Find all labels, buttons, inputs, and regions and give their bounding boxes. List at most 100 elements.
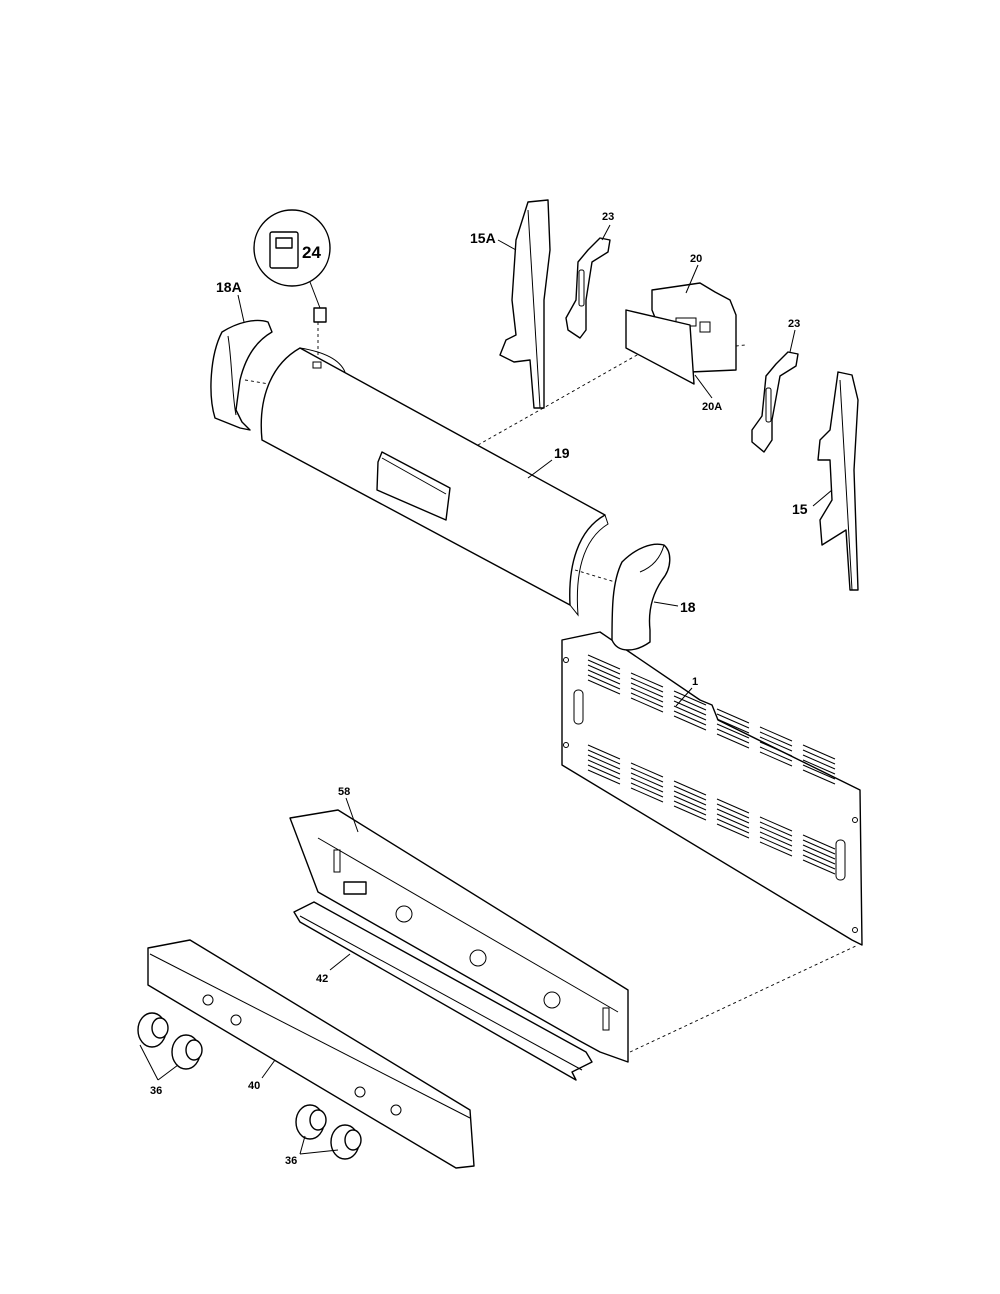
vent-slat [630,677,664,693]
vent-slat [673,805,707,821]
vent-slat [802,744,836,760]
vent-slat [716,708,750,724]
part-labels: 15A 23 20 23 20A 19 18A 24 18 15 1 58 42… [150,211,808,1167]
part-36-knobs [137,1012,362,1160]
vent-slat [587,679,621,695]
label-15a: 15A [470,230,496,246]
vent-slat [802,754,836,770]
vent-slat [759,816,793,832]
vent-slat [673,705,707,721]
vent-slat [673,715,707,731]
part-23-bracket-right [751,351,799,453]
label-18a: 18A [216,279,242,295]
vent-slat [587,769,621,785]
vent-slat [716,803,750,819]
label-58: 58 [338,786,350,798]
vent-slat [630,787,664,803]
label-24: 24 [302,243,321,262]
vent-slat [587,744,621,760]
vent-slat [802,844,836,860]
vent-slat [673,795,707,811]
vent-slat [759,831,793,847]
part-1-back-panel [561,631,863,946]
vent-slat [716,718,750,734]
vent-slat [673,695,707,711]
vent-slat [802,834,836,850]
label-23-left: 23 [602,211,614,223]
part-24-switch [253,209,331,323]
label-36-left: 36 [150,1085,162,1097]
vent-slat [587,659,621,675]
part-15a-bracket [499,199,551,409]
vent-slat [716,798,750,814]
vent-slat [802,859,836,875]
vent-slat [630,682,664,698]
vent-slat [716,713,750,729]
label-40: 40 [248,1080,260,1092]
vent-slat [802,764,836,780]
label-19: 19 [554,445,570,461]
part-20a-overlay [625,309,695,385]
vent-slat [673,710,707,726]
label-1: 1 [692,676,698,688]
vent-slat [630,777,664,793]
vent-slat [716,813,750,829]
vent-slat [673,690,707,706]
part-42-trim-strip [293,901,593,1081]
vent-slat [759,836,793,852]
vent-slat [802,854,836,870]
vent-slat [587,669,621,685]
part-58-panel-bracket [289,809,629,1063]
vent-slat [759,821,793,837]
vent-slat [759,826,793,842]
vent-slat [759,726,793,742]
label-23-right: 23 [788,318,800,330]
label-20: 20 [690,253,702,265]
vent-slat [716,723,750,739]
part-18-right-endcap [611,543,671,651]
vent-slat [759,841,793,857]
vent-slat [630,762,664,778]
vent-slat [630,782,664,798]
vent-slat [630,767,664,783]
vent-slat [716,818,750,834]
vent-slat [802,769,836,785]
label-15: 15 [792,501,808,517]
vent-slat [759,731,793,747]
vent-slat [716,823,750,839]
vent-louvers [587,654,836,875]
vent-slat [716,728,750,744]
label-20a: 20A [702,401,722,413]
vent-slat [716,808,750,824]
vent-slat [673,800,707,816]
vent-slat [587,674,621,690]
vent-slat [630,687,664,703]
vent-slat [630,772,664,788]
vent-slat [673,780,707,796]
vent-slat [673,785,707,801]
part-19-backguard [260,347,609,617]
vent-slat [716,733,750,749]
vent-slat [587,654,621,670]
vent-slat [673,790,707,806]
vent-slat [587,764,621,780]
vent-slat [759,746,793,762]
knob-4 [330,1124,362,1160]
label-36-right: 36 [285,1155,297,1167]
vent-slat [630,672,664,688]
vent-slat [802,759,836,775]
part-15-bracket [817,371,859,591]
vent-slat [802,839,836,855]
vent-slat [630,692,664,708]
part-18a-left-endcap [210,319,273,431]
vent-slat [802,849,836,865]
vent-slat [759,751,793,767]
leader-lines [139,224,833,1155]
vent-slat [673,700,707,716]
knob-3 [295,1104,327,1140]
part-23-bracket-left [565,237,611,339]
label-18: 18 [680,599,696,615]
vent-slat [587,749,621,765]
vent-slat [587,754,621,770]
